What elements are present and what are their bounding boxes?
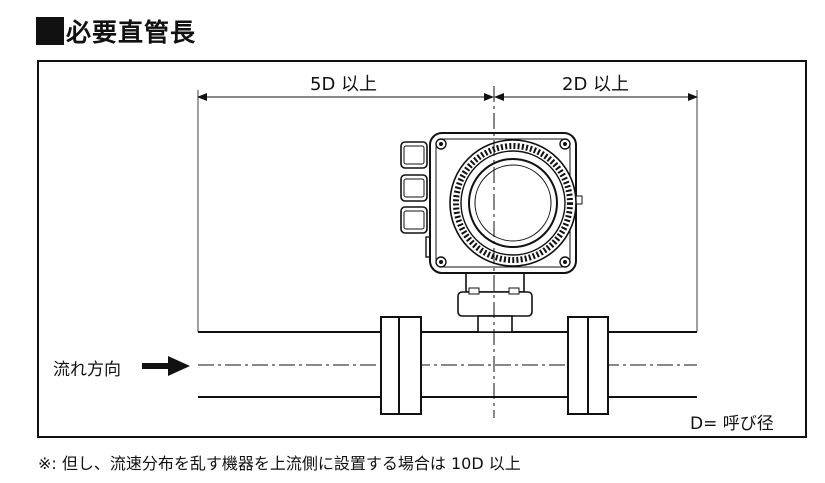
downstream-length-label: 2D 以上 <box>562 74 630 95</box>
upstream-length-label: 5D 以上 <box>310 74 378 95</box>
flow-direction-label: 流れ方向 <box>53 360 121 380</box>
flange-downstream <box>567 316 609 415</box>
flange-upstream <box>380 316 422 415</box>
section-title: 必要直管長 <box>36 14 196 48</box>
transmitter-mount <box>457 267 533 333</box>
flow-arrow-icon <box>142 356 190 376</box>
diagram-frame <box>37 60 807 438</box>
footnote: ※: 但し、流速分布を乱す機器を上流側に設置する場合は 10D 以上 <box>38 454 521 473</box>
title-text: 必要直管長 <box>66 18 197 47</box>
nominal-diameter-legend: D= 呼び径 <box>690 414 774 434</box>
display-window <box>449 139 577 267</box>
title-square-icon <box>36 17 64 45</box>
